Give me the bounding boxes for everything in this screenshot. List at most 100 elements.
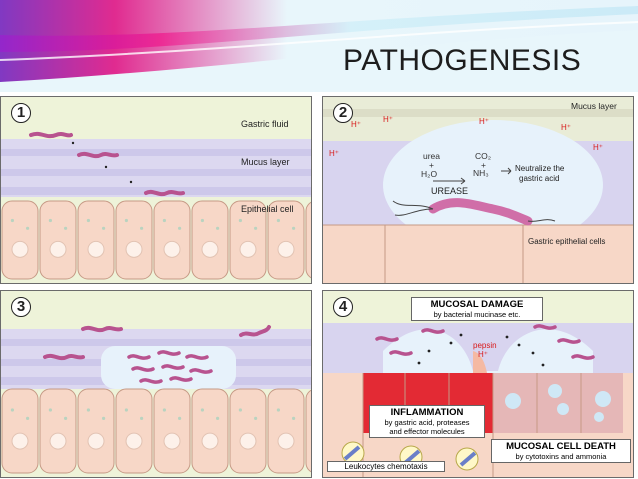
plus-sign: +: [429, 160, 434, 170]
leukocytes-label: Leukocytes chemotaxis: [344, 462, 428, 471]
panel-4-damage: 4 MUCOSAL DAMAGE by bacterial mucinase e…: [322, 290, 634, 478]
epithelial-cell: [305, 389, 311, 473]
epithelial-cell: [191, 388, 229, 474]
cell-granule: [124, 408, 128, 412]
cell-nucleus: [277, 240, 295, 258]
gastric-fluid-label: Gastric fluid: [241, 119, 289, 129]
cell-granule: [276, 218, 280, 223]
panel-2-urease: 2 Mucus layer H⁺ H⁺ H⁺ H⁺ H⁺ H⁺ urea + H…: [322, 96, 634, 284]
decorative-top-band: [0, 0, 638, 92]
h-plus-ion: H⁺: [478, 350, 488, 359]
epithelial-cell: [39, 388, 77, 474]
epithelial-cell: [77, 388, 115, 474]
h2o-label: H₂O: [421, 169, 438, 179]
inflammation-subtitle-1: by gastric acid, proteases: [384, 418, 470, 427]
cell-granule: [254, 416, 258, 420]
h-plus-ion: H⁺: [383, 115, 393, 124]
cell-granule: [216, 226, 220, 230]
h-plus-ion: H⁺: [593, 143, 603, 152]
panel-2-illustration: [323, 97, 633, 283]
cell-granule: [140, 416, 144, 420]
h-plus-ion: H⁺: [561, 123, 571, 132]
cell-granule: [48, 218, 53, 223]
cell-nucleus: [201, 240, 219, 258]
cell-death-subtitle: by cytotoxins and ammonia: [515, 452, 607, 461]
epithelial-cell: [267, 388, 305, 474]
cell-granule: [178, 226, 182, 230]
epithelial-cell: [77, 200, 115, 280]
urease-label: UREASE: [431, 186, 469, 196]
inflammation-callout: INFLAMMATION by gastric acid, proteases …: [369, 405, 485, 438]
cell-nucleus: [239, 432, 257, 450]
plus-sign: +: [481, 160, 486, 170]
leukocytes-callout: Leukocytes chemotaxis: [327, 461, 445, 472]
epithelial-cell: [39, 200, 77, 280]
h-plus-ion: H⁺: [479, 117, 489, 126]
cell-granule: [64, 416, 68, 420]
panel-1-colonization: 1 Gastric fluid Mucus layer Epithelial c…: [0, 96, 312, 284]
cell-nucleus: [87, 240, 105, 258]
neutralize-label: Neutralize the: [515, 164, 565, 173]
cell-granule: [102, 416, 106, 420]
inflammation-title: INFLAMMATION: [390, 407, 464, 418]
cell-granule: [26, 416, 30, 420]
epithelial-cell: [1, 388, 39, 474]
epithelial-cell: [1, 200, 39, 280]
panel-number-1: 1: [11, 103, 31, 123]
cell-granule: [238, 408, 242, 412]
mucosal-damage-subtitle: by bacterial mucinase etc.: [433, 310, 521, 319]
cell-granule: [10, 218, 14, 223]
cell-nucleus: [163, 432, 181, 450]
epithelial-cell: [153, 388, 191, 474]
cell-granule: [292, 416, 296, 420]
epithelial-cell: [305, 201, 311, 279]
mucus-layer-label: Mucus layer: [241, 157, 290, 167]
cell-nucleus: [125, 432, 143, 450]
cell-granule: [162, 218, 166, 223]
cell-granule: [216, 416, 220, 420]
mucosal-damage-title: MUCOSAL DAMAGE: [430, 299, 524, 310]
h-plus-ion: H⁺: [351, 120, 361, 129]
slide-title: PATHOGENESIS: [343, 44, 582, 77]
pepsin-label: pepsin: [473, 341, 497, 350]
cell-nucleus: [11, 240, 29, 258]
panel-number-2: 2: [333, 103, 353, 123]
cell-nucleus: [11, 432, 29, 450]
cell-nucleus: [201, 432, 219, 450]
panel-3-multiplication: 3: [0, 290, 312, 478]
cell-granule: [86, 408, 90, 412]
cell-nucleus: [277, 432, 295, 450]
epithelial-cell: [115, 388, 153, 474]
nh3-label: NH₃: [473, 168, 489, 178]
cell-granule: [200, 218, 204, 223]
urea-label: urea: [423, 151, 441, 161]
cell-granule: [162, 408, 166, 412]
h-plus-ion: H⁺: [329, 149, 339, 158]
co2-label: CO₂: [475, 151, 492, 161]
gastric-epithelial-cells-label: Gastric epithelial cells: [528, 237, 606, 246]
inflammation-subtitle-2: and effector molecules: [389, 427, 465, 436]
epithelial-cell: [229, 388, 267, 474]
epithelial-cell: [153, 200, 191, 280]
panel-number-3: 3: [11, 297, 31, 317]
cell-death-title: MUCOSAL CELL DEATH: [506, 441, 616, 452]
cell-nucleus: [87, 432, 105, 450]
cell-granule: [238, 218, 242, 223]
cell-granule: [254, 226, 258, 230]
cell-granule: [48, 408, 53, 412]
cell-granule: [178, 416, 182, 420]
mucosal-damage-callout: MUCOSAL DAMAGE by bacterial mucinase etc…: [411, 297, 543, 321]
cell-granule: [292, 226, 296, 230]
cell-nucleus: [163, 240, 181, 258]
mucus-layer-label-2: Mucus layer: [571, 101, 617, 111]
cell-granule: [86, 218, 90, 223]
cell-nucleus: [125, 240, 143, 258]
cell-granule: [64, 226, 68, 230]
cell-granule: [200, 408, 204, 412]
panel-3-illustration: [1, 291, 311, 477]
panel-1-illustration: [1, 97, 311, 283]
cell-granule: [26, 226, 30, 230]
panel-number-4: 4: [333, 297, 353, 317]
cell-granule: [276, 408, 280, 412]
epithelial-cell: [115, 200, 153, 280]
